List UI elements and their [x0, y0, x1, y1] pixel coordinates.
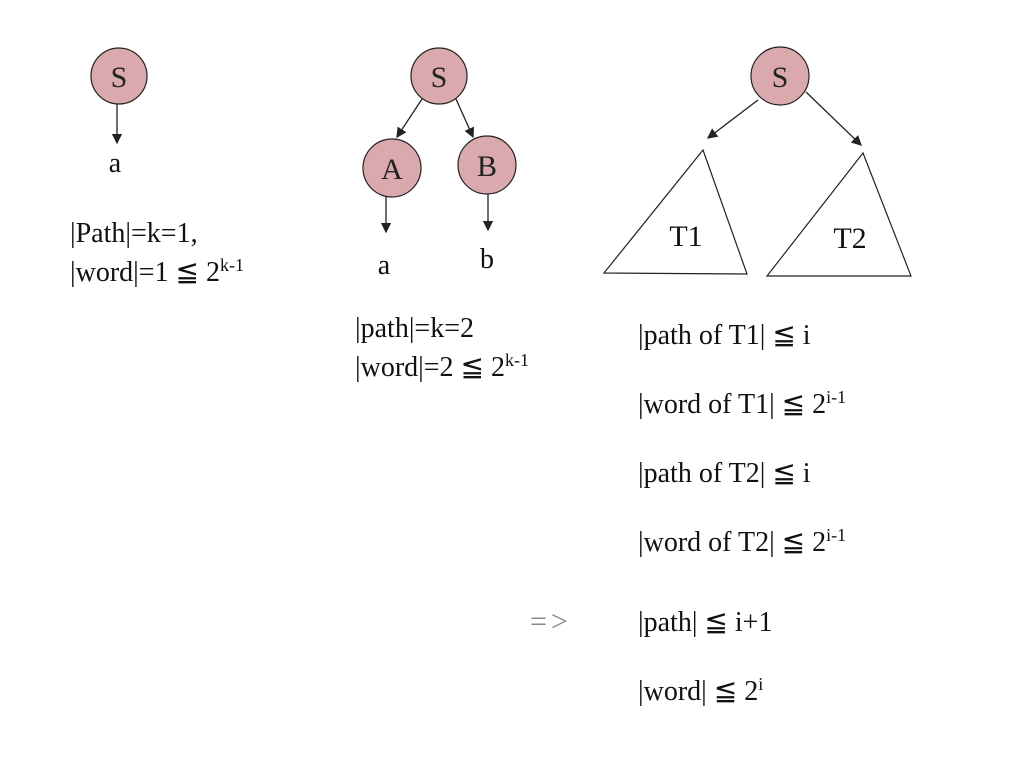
tree2-edge-right [455, 98, 475, 139]
tree2-word-length: |word|=2 ≦ 2k-1 [355, 351, 529, 383]
tree1-word-length: |word|=1 ≦ 2k-1 [70, 256, 244, 288]
condition-item: |path of T2| ≦ i [638, 460, 811, 488]
tree1: S a [90, 47, 148, 179]
tree2-word-length-exponent: k-1 [505, 350, 530, 371]
condition-main: |word of T1| ≦ 2 [638, 389, 827, 420]
result-item: |word| ≦ 2i [638, 675, 763, 707]
condition-item: |word of T2| ≦ 2i-1 [638, 526, 846, 558]
tree2-leaf-left: a [378, 250, 391, 281]
condition-main: |path of T2| ≦ i [638, 458, 811, 489]
tree1-leaf: a [109, 148, 122, 179]
implies-arrow: => [530, 605, 572, 638]
tree2-left-node: A [362, 138, 422, 198]
tree1-path-length: |Path|=k=1, [70, 218, 198, 249]
tree2: S A B a b [362, 47, 517, 281]
condition-exponent: i-1 [826, 387, 847, 408]
tree2-right-node: B [457, 135, 517, 195]
tree2-path-length: |path|=k=2 [355, 313, 474, 344]
tree3: S T1 T2 [602, 46, 912, 277]
tree3-root-label: S [772, 61, 789, 94]
tree1-word-length-exponent: k-1 [220, 255, 245, 276]
tree2-edge-left [396, 98, 423, 139]
subtree-t2-label: T2 [833, 222, 866, 255]
subtree-t1-triangle [602, 148, 748, 275]
tree2-root-label: S [431, 61, 448, 94]
result-exponent: i [758, 674, 764, 695]
condition-exponent: i-1 [826, 525, 847, 546]
tree2-right-label: B [477, 150, 497, 183]
result-item: |path| ≦ i+1 [638, 609, 772, 637]
tree2-leaf-right: b [480, 244, 494, 275]
tree2-root-node: S [410, 47, 468, 105]
condition-main: |word of T2| ≦ 2 [638, 527, 827, 558]
subtree-t1-label: T1 [669, 220, 702, 253]
tree3-edge-right [805, 91, 862, 146]
condition-main: |path of T1| ≦ i [638, 320, 811, 351]
result-main: |word| ≦ 2 [638, 676, 759, 707]
subtree-t2-triangle [765, 151, 912, 277]
tree1-word-length-main: |word|=1 ≦ 2 [70, 257, 221, 288]
result-main: |path| ≦ i+1 [638, 607, 773, 638]
condition-item: |path of T1| ≦ i [638, 322, 811, 350]
tree1-root-node: S [90, 47, 148, 105]
tree2-left-label: A [381, 153, 403, 186]
tree3-edge-left [706, 99, 759, 139]
condition-item: |word of T1| ≦ 2i-1 [638, 388, 846, 420]
tree3-root-node: S [750, 46, 810, 106]
tree2-word-length-main: |word|=2 ≦ 2 [355, 352, 506, 383]
tree1-root-label: S [111, 61, 128, 94]
